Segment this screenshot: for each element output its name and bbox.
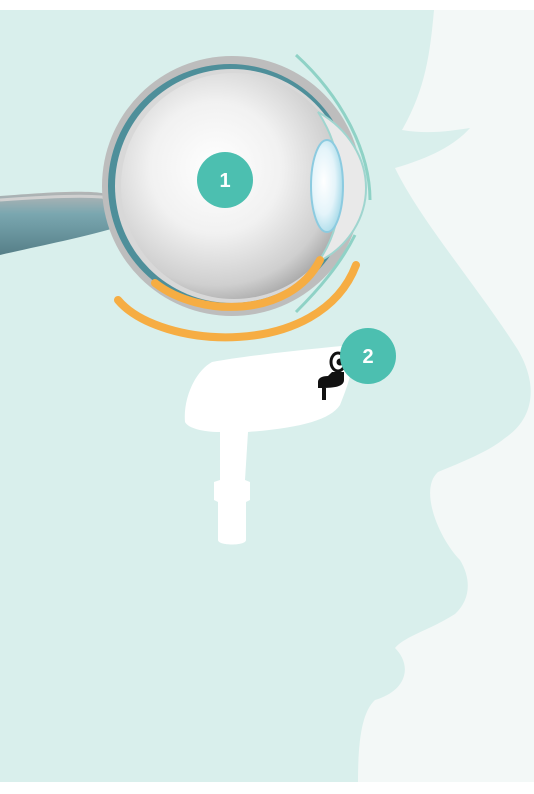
marker-device-label: 2 [362, 346, 373, 368]
marker-eye-label: 1 [219, 170, 230, 192]
marker-device: 2 [340, 328, 396, 384]
lens [311, 140, 343, 232]
marker-eye: 1 [197, 152, 253, 208]
